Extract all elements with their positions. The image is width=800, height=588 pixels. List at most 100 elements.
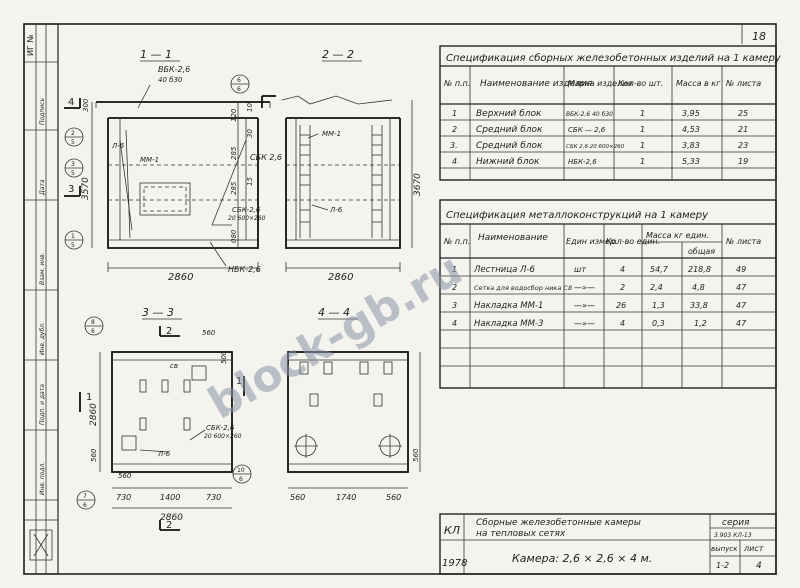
dim-2860-h: 2860 [89,403,99,426]
spec2-r3-c1: Накладка ММ-3 [474,319,543,329]
sidebar-field-2: Дата [39,179,46,196]
sidebar-field-1: Подпись [39,98,46,125]
spec1-h4: Масса в кг [676,79,721,88]
dim-300: 300 [82,98,90,112]
spec2-h2: Един измер. [566,237,618,246]
spec2-r2-c4: 1,3 [652,301,665,310]
sidebar-field-4: Инв. дубл. [39,322,46,355]
label-nbk: НБК-2,6 [228,265,261,274]
svg-text:1: 1 [71,233,75,240]
spec1-r3-c0: 4 [452,157,457,166]
tb-series-label: серия [722,518,750,528]
tb-title2: на тепловых сетях [476,529,566,539]
spec1-h0: № п.п. [443,79,470,88]
dim-15: 15 [246,177,254,186]
tb-sheet-val: 4 [756,561,762,571]
label-sv: св [170,362,178,370]
section-1-1-title: 1 — 1 [140,48,172,61]
spec1-r3-c1: Нижний блок [476,157,540,167]
tb-issue-label: выпуск [711,545,738,553]
dim-560a: 560 [90,448,98,462]
spec1-r1-c1: Средний блок [476,125,543,135]
label-vbk-sub: 40 б30 [158,76,183,84]
sidebar-field-5: Подп. и дата [39,384,46,425]
dim-500: 500 [220,350,228,364]
spec2-h1: Наименование [478,233,548,243]
section-2-2-title: 2 — 2 [322,48,354,61]
section-mark-2-top: 2 [166,326,172,337]
dim-080: 080 [230,229,238,243]
svg-text:5: 5 [71,139,75,146]
spec1-r3-c5: 19 [738,157,748,166]
dim-285b: 285 [230,181,238,195]
spec2-r3-c5: 1,2 [694,319,707,328]
spec2-r1-c1: Сетка для водосбор ника С8 [474,284,572,292]
spec2-r1-c4: 2,4 [650,283,663,292]
svg-text:6: 6 [91,328,95,335]
stamp-box [23,519,59,575]
section-1-1: 1 — 1 2860 3570 300 120 285 [64,48,282,283]
section-mark-2-bottom: 2 [166,520,172,531]
spec1-r1-c5: 21 [738,125,748,134]
label-sbk-33: СБК-2,6 [206,424,235,432]
label-vbk: ВБК-2,6 [158,65,190,74]
spec1-r0-c3: 1 [640,109,645,118]
spec2-r2-c2: —»— [574,301,595,310]
dim-3670: 3670 [413,173,423,196]
section-3-3: 3 — 3 2 св СБК-2,6 20 600×260 Л-6 2860 5… [76,306,252,531]
spec2-r1-c6: 47 [736,283,747,292]
dim-560e: 560 [290,493,305,502]
spec1-r2-c3: 1 [640,141,645,150]
tb-issue-val: 1-2 [716,561,729,570]
dim-560f: 560 [386,493,401,502]
spec1-r1-c2: СБК — 2,6 [568,126,606,134]
section-mark-4: 4 [68,97,74,108]
svg-text:7: 7 [83,493,87,500]
tb-sheet-label: лист [743,544,764,553]
spec2-r3-c3: 4 [620,319,625,328]
spec2-r1-c3: 2 [620,283,625,292]
title-block: КЛ 1978 Сборные железобетонные камеры на… [439,513,777,575]
spec2-r0-c4: 54,7 [650,265,669,274]
spec2-title: Спецификация металлоконструкций на 1 кам… [446,210,709,221]
spec1-h2: Марка изделия [568,79,632,88]
tb-code: КЛ [444,524,460,537]
spec2-r0-c3: 4 [620,265,625,274]
svg-text:3: 3 [71,161,75,168]
label-l6-33: Л-6 [157,450,171,458]
section-mark-1-right: 1 [236,376,242,387]
section-mark-3: 3 [68,184,74,195]
svg-text:6: 6 [239,476,243,483]
dim-560b: 560 [118,472,132,480]
label-l6-22: Л-6 [329,206,343,214]
dim-560d: 560 [412,448,420,462]
spec2-h6: № листа [725,237,761,246]
spec2-r2-c1: Накладка ММ-1 [474,301,543,311]
label-sbk-sub: СБК-2,6 [232,206,261,214]
spec2-r2-c5: 33,8 [690,301,708,310]
dim-1400: 1400 [160,493,180,502]
spec1-r1-c0: 2 [452,125,457,134]
sidebar-field-6: Инв. подл. [39,462,46,495]
spec1-r1-c4: 4,53 [682,125,700,134]
dim-2860-11: 2860 [168,272,193,283]
spec1-r2-c2: СБК 2,6 20 600×260 [566,144,625,150]
svg-text:2: 2 [71,130,75,137]
dim-2860-33: 2860 [160,513,183,523]
corner-stamp: ИГ № [26,34,35,56]
svg-text:6: 6 [83,502,87,509]
spec2-r3-c4: 0,3 [652,319,665,328]
spec1-r3-c4: 5,33 [682,157,700,166]
spec2-r1-c2: —»— [574,283,595,292]
dim-2860-22: 2860 [328,272,353,283]
spec2-r0-c5: 218,8 [688,265,711,274]
spec1-r0-c5: 25 [738,109,748,118]
section-mark-1-left: 1 [86,392,92,403]
dim-730b: 730 [206,493,221,502]
spec1-r0-c0: 1 [452,109,457,118]
section-2-2: 2 — 2 ММ-1 Л-6 2860 3670 [261,48,423,283]
spec2-r2-c3: 26 [616,301,626,310]
spec1-r0-c1: Верхний блок [476,109,542,119]
spec1-r2-c1: Средний блок [476,141,543,151]
